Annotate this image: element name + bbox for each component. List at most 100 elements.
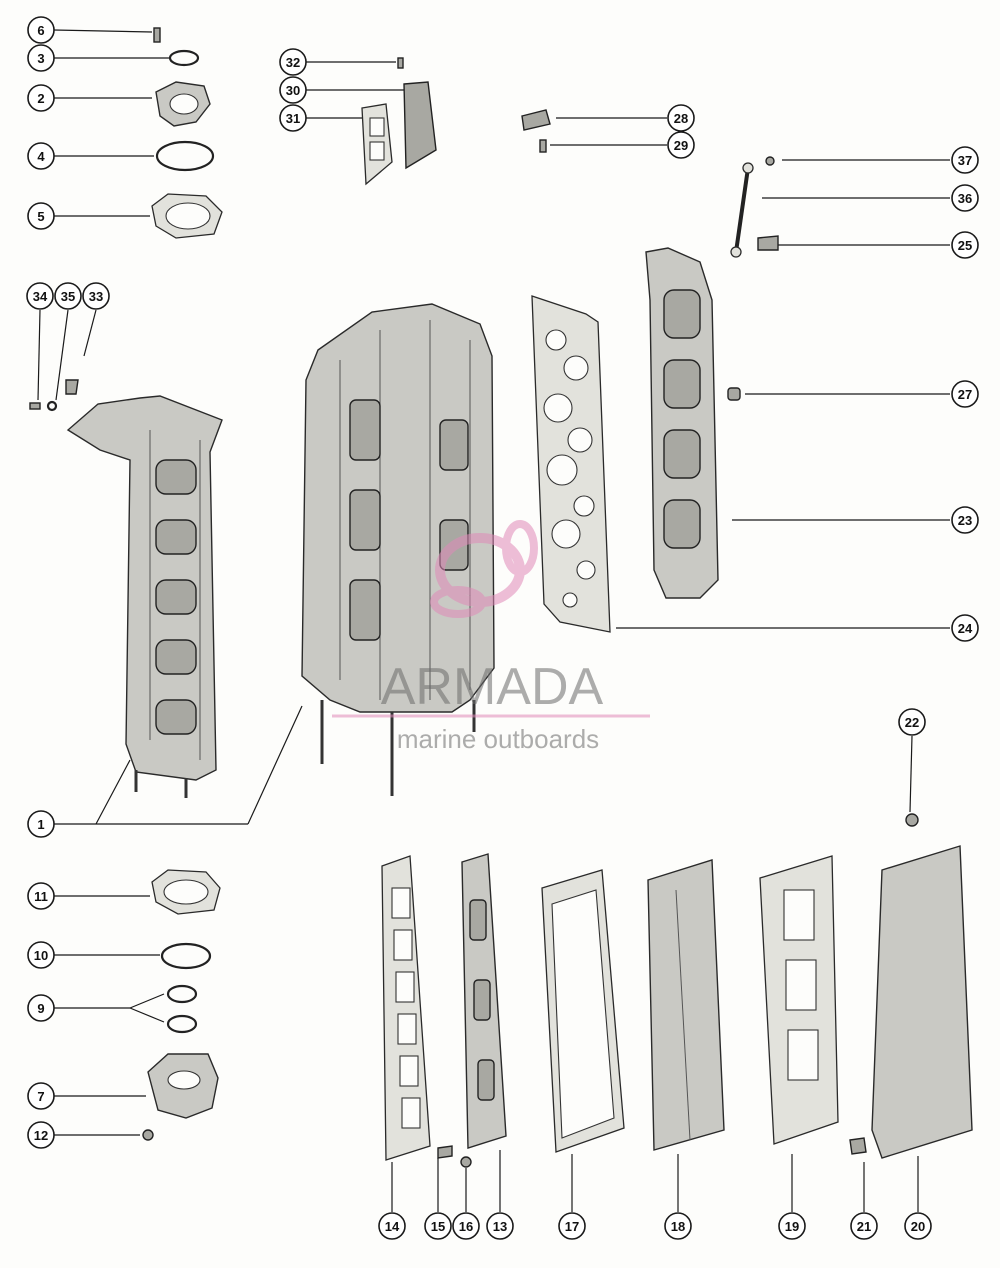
callout-5: 5	[27, 202, 55, 230]
cylinder-block	[301, 303, 495, 796]
svg-text:18: 18	[671, 1219, 685, 1234]
svg-text:5: 5	[37, 209, 44, 224]
svg-text:24: 24	[958, 621, 973, 636]
svg-text:14: 14	[385, 1219, 400, 1234]
screw-15-icon	[437, 1145, 453, 1159]
plug-27-icon	[727, 387, 741, 401]
svg-text:23: 23	[958, 513, 972, 528]
o-ring-10-icon	[160, 942, 212, 970]
exhaust-plates	[381, 813, 973, 1168]
cylinder-head-23	[645, 247, 719, 599]
svg-text:21: 21	[857, 1219, 871, 1234]
callout-3: 3	[27, 44, 55, 72]
divider-plate-18-icon	[647, 859, 725, 1151]
callout-7: 7	[27, 1082, 55, 1110]
svg-text:10: 10	[34, 948, 48, 963]
callout-24: 24	[951, 614, 979, 642]
watermark-tagline: marine outboards	[397, 724, 599, 754]
upper-seal-group	[151, 27, 223, 239]
callout-14: 14	[378, 1212, 406, 1240]
svg-text:6: 6	[37, 23, 44, 38]
callout-21: 21	[850, 1212, 878, 1240]
callout-32: 32	[279, 48, 307, 76]
callout-23: 23	[951, 506, 979, 534]
lower-seal-group	[142, 869, 221, 1141]
watermark: ARMADA marine outboards	[332, 520, 650, 754]
nut-16-icon	[460, 1156, 472, 1168]
screw-29-icon	[539, 139, 547, 153]
svg-text:3: 3	[37, 51, 44, 66]
svg-text:4: 4	[37, 149, 45, 164]
seal-9b-icon	[166, 1014, 198, 1034]
svg-text:17: 17	[565, 1219, 579, 1234]
callout-17: 17	[558, 1212, 586, 1240]
svg-text:30: 30	[286, 83, 300, 98]
svg-text:27: 27	[958, 387, 972, 402]
svg-text:20: 20	[911, 1219, 925, 1234]
crankcase-cover	[29, 379, 223, 798]
exhaust-cover-20-icon	[871, 845, 973, 1159]
svg-text:9: 9	[37, 1001, 44, 1016]
svg-text:33: 33	[89, 289, 103, 304]
screw-21-icon	[849, 1137, 867, 1155]
svg-text:28: 28	[674, 111, 688, 126]
plug-22-icon	[905, 813, 919, 827]
callout-6: 6	[27, 16, 55, 44]
screw-12-icon	[142, 1129, 154, 1141]
cover-30-icon	[403, 81, 437, 170]
callout-2: 2	[27, 84, 55, 112]
bracket-33-icon	[65, 379, 79, 395]
callout-31: 31	[279, 104, 307, 132]
svg-text:29: 29	[674, 138, 688, 153]
seal-9a-icon	[166, 984, 198, 1004]
callout-13: 13	[486, 1212, 514, 1240]
svg-text:34: 34	[33, 289, 48, 304]
callout-36: 36	[951, 184, 979, 212]
callout-20: 20	[904, 1212, 932, 1240]
svg-text:15: 15	[431, 1219, 445, 1234]
screw-6-icon	[153, 27, 161, 43]
svg-text:2: 2	[37, 91, 44, 106]
svg-text:7: 7	[37, 1089, 44, 1104]
head-gasket-24	[531, 295, 611, 633]
callouts: 6 3 2 4 5 32 30 31 28 29 37 36 25 27 23 …	[26, 16, 979, 1240]
svg-text:25: 25	[958, 238, 972, 253]
fitting-28-icon	[521, 109, 551, 131]
svg-text:37: 37	[958, 153, 972, 168]
callout-30: 30	[279, 76, 307, 104]
callout-4: 4	[27, 142, 55, 170]
svg-text:1: 1	[37, 817, 44, 832]
callout-29: 29	[667, 131, 695, 159]
callout-12: 12	[27, 1121, 55, 1149]
callout-10: 10	[27, 941, 55, 969]
screw-32-icon	[397, 57, 404, 69]
svg-text:16: 16	[459, 1219, 473, 1234]
callout-1: 1	[27, 810, 55, 838]
svg-text:19: 19	[785, 1219, 799, 1234]
svg-text:12: 12	[34, 1128, 48, 1143]
svg-text:11: 11	[34, 889, 48, 904]
leader-lines	[37, 29, 950, 1212]
screw-25-icon	[757, 235, 779, 251]
svg-text:13: 13	[493, 1219, 507, 1234]
callout-28: 28	[667, 104, 695, 132]
o-ring-4-icon	[155, 140, 215, 172]
callout-34: 34	[26, 282, 54, 310]
callout-15: 15	[424, 1212, 452, 1240]
cover-plate-group	[361, 57, 551, 186]
nut-37-icon	[765, 156, 775, 166]
link-rod-36-icon	[734, 167, 750, 253]
seal-3-icon	[168, 49, 200, 67]
washer-35-icon	[46, 400, 58, 412]
svg-text:35: 35	[61, 289, 75, 304]
svg-text:36: 36	[958, 191, 972, 206]
svg-text:31: 31	[286, 111, 300, 126]
watermark-brand: ARMADA	[381, 658, 604, 716]
callout-33: 33	[82, 282, 110, 310]
callout-9: 9	[27, 994, 55, 1022]
svg-text:22: 22	[905, 715, 919, 730]
linkage-group	[727, 156, 779, 401]
callout-27: 27	[951, 380, 979, 408]
